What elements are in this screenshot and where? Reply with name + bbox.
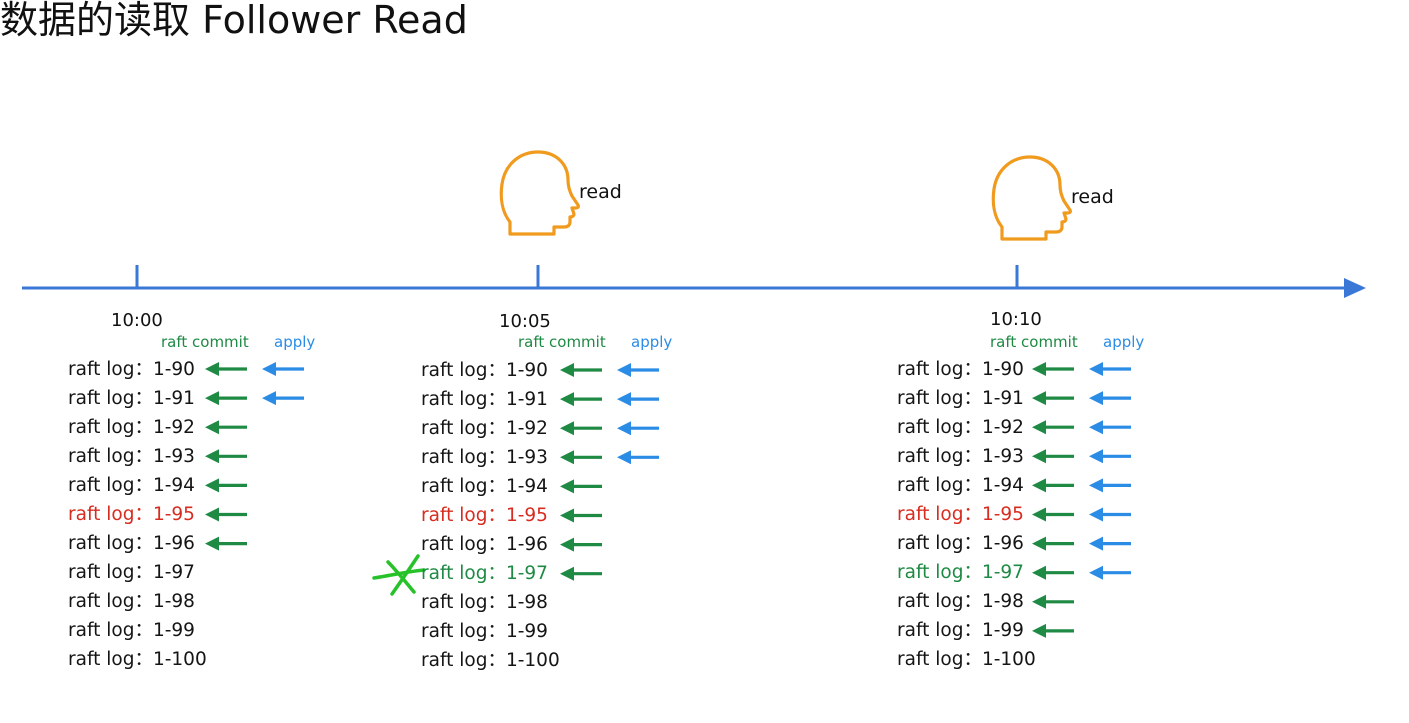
raft-log-row: raft log：1-99	[421, 621, 548, 642]
apply-arrow-icon	[262, 362, 304, 376]
raft-log-list: raft log：1-90 raft log：1-91 raft log：1-9…	[421, 356, 560, 675]
commit-arrow-icon	[1032, 478, 1074, 493]
apply-arrow-icon	[262, 391, 304, 406]
raft-log-row: raft log：1-93	[421, 447, 548, 468]
commit-arrow-icon	[1032, 449, 1074, 464]
commit-arrow-icon	[1032, 362, 1074, 376]
raft-log-list: raft log：1-90 raft log：1-91 raft log：1-9…	[897, 355, 1036, 674]
raft-log-row: raft log：1-100	[421, 650, 560, 671]
commit-arrow-icon	[205, 536, 247, 551]
apply-arrow-icon	[1089, 420, 1131, 435]
raft-log-row: raft log：1-98	[897, 591, 1024, 612]
apply-arrow-icon	[1089, 507, 1131, 522]
page-title: 数据的读取 Follower Read	[0, 0, 468, 42]
raft-commit-header: raft commit	[990, 333, 1078, 351]
raft-log-list: raft log：1-90 raft log：1-91 raft log：1-9…	[68, 355, 207, 674]
raft-log-row: raft log：1-99	[68, 620, 195, 641]
raft-log-row: raft log：1-100	[68, 649, 207, 670]
apply-arrow-icon	[617, 363, 659, 377]
timeline-arrowhead	[1344, 278, 1366, 298]
raft-log-row: raft log：1-90	[68, 359, 195, 380]
reader-label: read	[579, 181, 622, 203]
commit-arrow-icon	[560, 363, 602, 377]
apply-arrow-icon	[1089, 449, 1131, 464]
raft-log-row: raft log：1-90	[421, 360, 548, 381]
commit-arrow-icon	[1032, 391, 1074, 406]
commit-arrow-icon	[1032, 420, 1074, 435]
commit-arrow-icon	[1032, 594, 1074, 609]
commit-arrow-icon	[560, 392, 602, 407]
commit-arrow-icon	[560, 537, 602, 552]
raft-log-row: raft log：1-94	[421, 476, 548, 497]
apply-arrow-icon	[617, 421, 659, 436]
raft-commit-header: raft commit	[518, 333, 606, 351]
commit-arrow-icon	[205, 478, 247, 493]
raft-log-row: raft log：1-99	[897, 620, 1024, 641]
commit-arrow-icon	[1032, 623, 1074, 638]
apply-header: apply	[1103, 333, 1145, 351]
raft-log-row: raft log：1-91	[421, 389, 548, 410]
commit-arrow-icon	[560, 508, 602, 523]
raft-commit-header: raft commit	[161, 333, 249, 351]
apply-arrow-icon	[1089, 478, 1131, 493]
raft-log-row: raft log：1-96	[897, 533, 1024, 554]
raft-log-row: raft log：1-96	[421, 534, 548, 555]
raft-log-row: raft log：1-95	[897, 504, 1024, 525]
apply-header: apply	[631, 333, 673, 351]
apply-arrow-icon	[1089, 565, 1131, 580]
timestamp-label: 10:05	[499, 311, 551, 332]
raft-log-row: raft log：1-91	[68, 388, 195, 409]
apply-header: apply	[274, 333, 316, 351]
raft-log-row: raft log：1-91	[897, 388, 1024, 409]
raft-log-row: raft log：1-97	[68, 562, 195, 583]
commit-arrow-icon	[205, 420, 247, 435]
timestamp-label: 10:00	[111, 310, 163, 331]
commit-arrow-icon	[1032, 536, 1074, 551]
apply-arrow-icon	[617, 450, 659, 465]
commit-arrow-icon	[560, 450, 602, 465]
commit-arrow-icon	[205, 507, 247, 522]
reader-label: read	[1071, 186, 1114, 208]
raft-log-row: raft log：1-93	[68, 446, 195, 467]
apply-arrow-icon	[1089, 391, 1131, 406]
apply-arrow-icon	[1089, 362, 1131, 376]
raft-log-row: raft log：1-95	[68, 504, 195, 525]
raft-log-row: raft log：1-93	[897, 446, 1024, 467]
reader-head-icon	[991, 155, 1072, 241]
commit-arrow-icon	[1032, 507, 1074, 522]
reader-head-icon	[499, 150, 580, 236]
raft-log-row: raft log：1-92	[897, 417, 1024, 438]
raft-log-row: raft log：1-92	[421, 418, 548, 439]
apply-arrow-icon	[1089, 536, 1131, 551]
commit-arrow-icon	[205, 391, 247, 406]
raft-log-row: raft log：1-94	[897, 475, 1024, 496]
timestamp-label: 10:10	[990, 309, 1042, 330]
cross-mark-icon	[372, 554, 426, 596]
raft-log-row: raft log：1-94	[68, 475, 195, 496]
raft-log-row: raft log：1-100	[897, 649, 1036, 670]
commit-arrow-icon	[560, 566, 602, 581]
apply-arrow-icon	[617, 392, 659, 407]
raft-log-row: raft log：1-98	[68, 591, 195, 612]
raft-log-row: raft log：1-95	[421, 505, 548, 526]
raft-log-row: raft log：1-96	[68, 533, 195, 554]
raft-log-row: raft log：1-97	[897, 562, 1024, 583]
commit-arrow-icon	[1032, 565, 1074, 580]
commit-arrow-icon	[205, 362, 247, 376]
raft-log-row: raft log：1-92	[68, 417, 195, 438]
commit-arrow-icon	[560, 421, 602, 436]
raft-log-row: raft log：1-97	[421, 563, 548, 584]
commit-arrow-icon	[560, 479, 602, 494]
commit-arrow-icon	[205, 449, 247, 464]
raft-log-row: raft log：1-98	[421, 592, 548, 613]
raft-log-row: raft log：1-90	[897, 359, 1024, 380]
